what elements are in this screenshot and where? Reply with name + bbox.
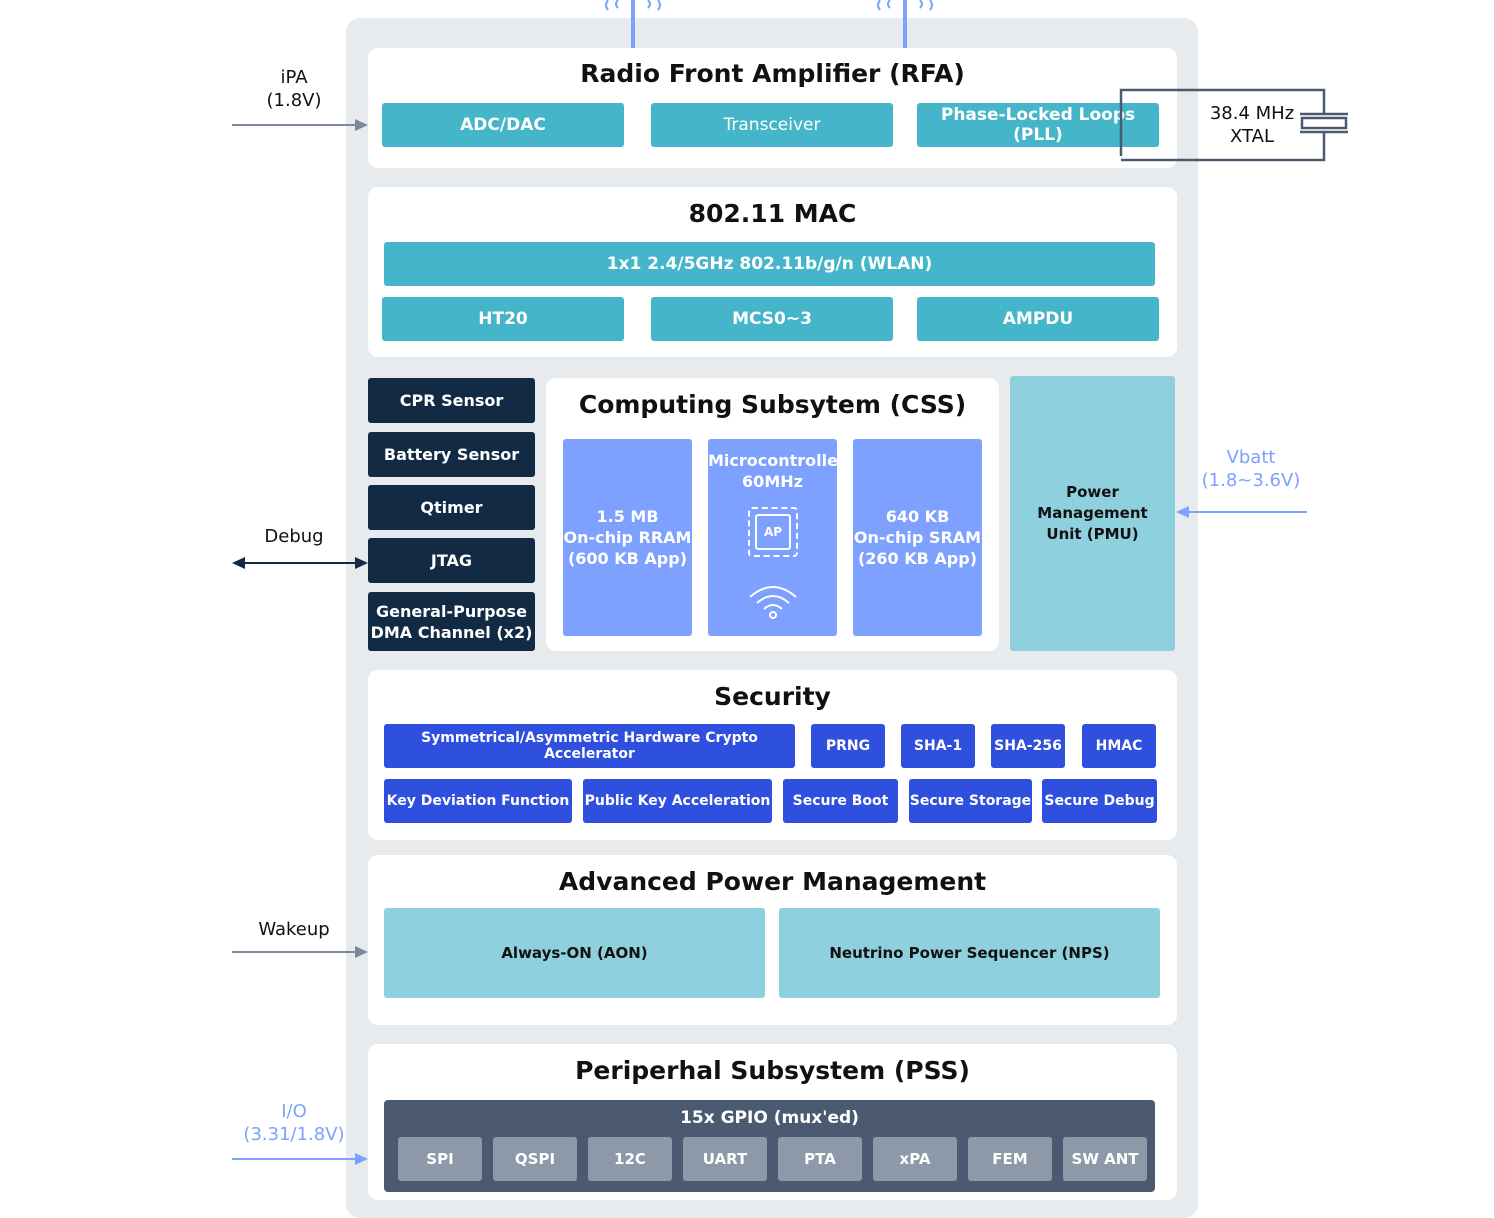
- rfa-title: Radio Front Amplifier (RFA): [580, 59, 965, 88]
- sw-ant-block: SW ANT: [1063, 1137, 1147, 1181]
- rfa-panel: Radio Front Amplifier (RFA) ADC/DAC Tran…: [368, 48, 1177, 168]
- battery-sensor-block: Battery Sensor: [368, 432, 535, 477]
- aon-block: Always-ON (AON): [384, 908, 765, 998]
- antenna-wave-icon: [605, 0, 661, 11]
- qtimer-block: Qtimer: [368, 485, 535, 530]
- pta-block: PTA: [778, 1137, 862, 1181]
- antenna-line-left: [631, 0, 635, 48]
- debug-label: Debug: [264, 526, 324, 547]
- fem-block: FEM: [968, 1137, 1052, 1181]
- secure-boot-block: Secure Boot: [783, 779, 898, 823]
- gpio-group: 15x GPIO (mux'ed) SPI QSPI 12C UART PTA …: [384, 1100, 1155, 1192]
- security-title: Security: [714, 682, 831, 711]
- antenna-wave-icon: [877, 0, 933, 11]
- xtal-label-line2: XTAL: [1230, 126, 1274, 147]
- transceiver-block: Transceiver: [651, 103, 893, 147]
- sram-block: 640 KB On-chip SRAM (260 KB App): [853, 439, 982, 636]
- adc-dac-block: ADC/DAC: [382, 103, 624, 147]
- io-arrow-icon: [232, 1153, 368, 1165]
- sha256-block: SHA-256: [991, 724, 1065, 768]
- pss-panel: Periperhal Subsystem (PSS) 15x GPIO (mux…: [368, 1044, 1177, 1200]
- antenna-line-right: [903, 0, 907, 48]
- rram-block: 1.5 MB On-chip RRAM (600 KB App): [563, 439, 692, 636]
- security-panel: Security Symmetrical/Asymmetric Hardware…: [368, 670, 1177, 840]
- debug-arrow-icon: [232, 557, 368, 569]
- cpr-sensor-block: CPR Sensor: [368, 378, 535, 423]
- wlan-block: 1x1 2.4/5GHz 802.11b/g/n (WLAN): [384, 242, 1155, 286]
- uart-block: UART: [683, 1137, 767, 1181]
- key-deviation-block: Key Deviation Function: [384, 779, 572, 823]
- pmu-block: Power Management Unit (PMU): [1010, 376, 1175, 651]
- ht20-block: HT20: [382, 297, 624, 341]
- ap-label: AP: [755, 514, 791, 550]
- jtag-block: JTAG: [368, 538, 535, 583]
- css-title: Computing Subsytem (CSS): [578, 390, 967, 419]
- xtal-connection-icon: [1119, 88, 1348, 162]
- public-key-block: Public Key Acceleration: [583, 779, 772, 823]
- secure-storage-block: Secure Storage: [909, 779, 1032, 823]
- dma-channel-block: General-Purpose DMA Channel (x2): [368, 592, 535, 651]
- mcu-label: Microcontroller 60MHz: [708, 451, 846, 491]
- nps-block: Neutrino Power Sequencer (NPS): [779, 908, 1160, 998]
- vbatt-label: Vbatt (1.8~3.6V): [1201, 447, 1301, 491]
- mac-panel: 802.11 MAC 1x1 2.4/5GHz 802.11b/g/n (WLA…: [368, 187, 1177, 357]
- spi-block: SPI: [398, 1137, 482, 1181]
- vbatt-arrow-icon: [1176, 506, 1307, 518]
- io-label: I/O (3.31/1.8V): [243, 1101, 345, 1145]
- apm-panel: Advanced Power Management Always-ON (AON…: [368, 855, 1177, 1025]
- wakeup-label: Wakeup: [258, 919, 330, 940]
- ipa-label: iPA (1.8V): [266, 67, 322, 111]
- sha1-block: SHA-1: [901, 724, 975, 768]
- ipa-arrow-icon: [232, 119, 368, 131]
- pll-block: Phase-Locked Loops (PLL): [917, 103, 1159, 147]
- hmac-block: HMAC: [1082, 724, 1156, 768]
- wifi-icon: [749, 586, 797, 619]
- secure-debug-block: Secure Debug: [1042, 779, 1157, 823]
- css-panel: Computing Subsytem (CSS) 1.5 MB On-chip …: [546, 378, 999, 651]
- prng-block: PRNG: [811, 724, 885, 768]
- gpio-label: 15x GPIO (mux'ed): [680, 1108, 859, 1128]
- apm-title: Advanced Power Management: [558, 867, 987, 896]
- crypto-accelerator-block: Symmetrical/Asymmetric Hardware Crypto A…: [384, 724, 795, 768]
- mac-title: 802.11 MAC: [688, 199, 857, 228]
- mcu-block: Microcontroller 60MHz AP: [708, 439, 846, 636]
- xtal-label-line1: 38.4 MHz: [1209, 103, 1295, 124]
- ampdu-block: AMPDU: [917, 297, 1159, 341]
- pss-title: Periperhal Subsystem (PSS): [575, 1056, 970, 1085]
- xpa-block: xPA: [873, 1137, 957, 1181]
- i2c-block: 12C: [588, 1137, 672, 1181]
- wakeup-arrow-icon: [232, 946, 368, 958]
- qspi-block: QSPI: [493, 1137, 577, 1181]
- mcs-block: MCS0~3: [651, 297, 893, 341]
- processor-icon: AP: [748, 507, 798, 557]
